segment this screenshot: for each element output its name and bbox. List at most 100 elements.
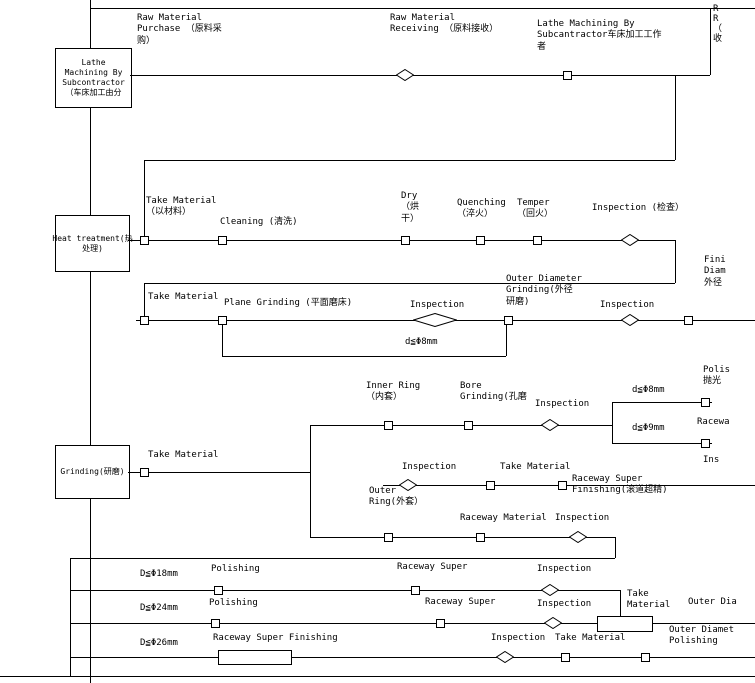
decision-heat-inspection: [620, 233, 640, 247]
node-dry: [401, 236, 410, 245]
right-column-divider: [710, 8, 711, 75]
connector-line: [144, 283, 145, 316]
bottom-frame-line: [0, 676, 755, 677]
connector-line: [144, 160, 145, 236]
node-temper: [533, 236, 542, 245]
node-outer-diameter-grinding: [504, 316, 513, 325]
label-temper: Temper （回火）: [517, 198, 554, 220]
left-frame-line: [90, 0, 91, 683]
node-quenching: [476, 236, 485, 245]
decision-surface-inspection: [411, 312, 459, 328]
node-row1-polishing: [214, 586, 223, 595]
diamond-shape: [540, 418, 560, 432]
lane-box-lathe: Lathe Machining By Subcontractor （车床加工由分: [55, 48, 132, 108]
header-right-truncated: R R （ 收: [713, 4, 723, 44]
label-plane-grinding: Plane Grinding (平面磨床): [224, 298, 353, 308]
grinding-take-line: [128, 472, 310, 473]
connector-line: [70, 558, 615, 559]
label-surface-take-material: Take Material: [148, 292, 219, 302]
connector-line: [675, 75, 676, 160]
decision-lathe-inspection: [395, 68, 415, 82]
node-row2-raceway-super: [436, 619, 445, 628]
node-row2-polishing: [211, 619, 220, 628]
node-mid-take-material: [486, 481, 495, 490]
label-mid-take-material: Take Material: [500, 462, 571, 472]
label-row1-inspection: Inspection: [537, 564, 592, 574]
label-raceway-truncated: Racewa: [697, 417, 730, 427]
label-finish-diameter-truncated: Fini Diam 外径: [704, 255, 726, 288]
node-row3-take-material: [561, 653, 570, 662]
decision-row2-inspection: [543, 616, 563, 630]
diamond-shape: [398, 478, 418, 492]
node-raceway-super-finishing: [558, 481, 567, 490]
node-row1-raceway-super: [411, 586, 420, 595]
node-heat-take-material: [140, 236, 149, 245]
node-branch-d8: [701, 398, 710, 407]
connector-line: [620, 590, 621, 616]
label-surface-inspection-1: Inspection: [410, 300, 465, 310]
diamond-shape: [540, 583, 560, 597]
label-dry: Dry （烘 干）: [401, 191, 420, 224]
label-row1-polishing: Polishing: [211, 564, 260, 574]
label-mid-inspection: Inspection: [402, 462, 457, 472]
label-outer-ring: Outer Ring(外套）: [369, 486, 424, 508]
inner-ring-flow-line: [310, 425, 612, 426]
decision-surface-inspection-2: [620, 313, 640, 327]
label-raceway-material: Raceway Material: [460, 513, 547, 523]
label-row2-inspection: Inspection: [537, 599, 592, 609]
label-grinding-take-material: Take Material: [148, 450, 219, 460]
label-row2-cond: D≦Φ24mm: [140, 603, 178, 613]
diamond-shape: [411, 312, 459, 328]
label-quenching: Quenching （淬火）: [457, 198, 506, 220]
label-row3-take-material: Take Material: [555, 633, 626, 643]
label-inner-ring: Inner Ring （内套）: [366, 381, 421, 403]
header-raw-material-receiving: Raw Material Receiving （原料接收）: [390, 13, 499, 35]
raceway-flow-line: [383, 485, 755, 486]
node-bore-grinding: [464, 421, 473, 430]
bypass-line: [222, 324, 223, 356]
label-heat-take-material: Take Material （以材料）: [146, 196, 217, 218]
diamond-shape: [620, 233, 640, 247]
label-row2-polishing: Polishing: [209, 598, 258, 608]
label-polish-truncated: Polis 抛光: [703, 365, 731, 387]
label-inner-inspection: Inspection: [535, 399, 590, 409]
node-surface-step: [684, 316, 693, 325]
bottom-branch-line: [70, 558, 71, 676]
diamond-shape: [568, 530, 588, 544]
connector-line: [144, 160, 675, 161]
bypass-line: [506, 324, 507, 356]
decision-inner-inspection: [540, 418, 560, 432]
bottom-row2-line: [70, 623, 755, 624]
label-row2-raceway-super: Raceway Super: [425, 597, 496, 607]
connector-line: [675, 240, 676, 283]
label-outer-diameter-grinding: Outer Diameter Grinding(外径 研磨): [506, 274, 582, 307]
label-row3-raceway-super-finishing: Raceway Super Finishing: [213, 633, 338, 643]
lathe-flow-line: [130, 75, 710, 76]
label-row1-raceway-super: Raceway Super: [397, 562, 468, 572]
branch-line: [612, 402, 613, 443]
bottom-row3-line: [70, 657, 755, 658]
diamond-shape: [395, 68, 415, 82]
node-row2-take-material: [597, 616, 653, 632]
branch-line-d8: [612, 402, 712, 403]
header-raw-material-purchase: Raw Material Purchase （原料采 购）: [137, 13, 222, 46]
decision-mid-inspection: [398, 478, 418, 492]
bypass-line: [222, 356, 506, 357]
decision-outer-inspection: [568, 530, 588, 544]
node-lathe-step: [563, 71, 572, 80]
node-cleaning: [218, 236, 227, 245]
header-lathe-machining: Lathe Machining By Subcantractor车床加工工作 者: [537, 19, 662, 52]
label-row3-cond: D≦Φ26mm: [140, 638, 178, 648]
diamond-shape: [543, 616, 563, 630]
node-branch-d9: [701, 439, 710, 448]
node-inner-ring: [384, 421, 393, 430]
label-raceway-super-finishing: Raceway Super Finishing(滚道超精): [572, 474, 668, 496]
node-row3-step: [641, 653, 650, 662]
label-row1-cond: D≦Φ18mm: [140, 569, 178, 579]
diamond-shape: [620, 313, 640, 327]
grinding-split-line: [310, 425, 311, 537]
connector-line: [615, 537, 616, 558]
node-row3-raceway-super-finishing: [218, 650, 292, 665]
node-grinding-take-material: [140, 468, 149, 477]
